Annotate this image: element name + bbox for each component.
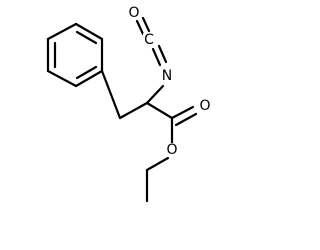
alpha-to-n-bond	[145, 84, 165, 105]
n-to-c-double-bond-2	[157, 44, 168, 64]
carbonyl-oxygen-label: O	[198, 98, 212, 114]
ring-to-ch2-bond	[100, 69, 122, 120]
ester-o-to-ch2-bond	[145, 156, 170, 172]
structure-drawing	[46, 16, 198, 203]
ring-double-bond-1	[75, 30, 98, 45]
isocyanate-carbon-label: C	[143, 32, 155, 48]
ring-bond-4	[46, 69, 78, 88]
isocyanate-oxygen-label: O	[127, 5, 141, 21]
carbonyl-double-bond-2	[174, 112, 198, 127]
alpha-to-carbonyl-bond	[145, 101, 174, 120]
ring-bond-3	[74, 69, 104, 88]
ring-bond-6	[46, 22, 78, 41]
ch2-to-alpha-bond	[118, 101, 149, 120]
carbonyl-double-bond-1	[170, 105, 195, 120]
c-to-o-double-bond-1	[135, 19, 145, 36]
ring-bond-1	[74, 22, 104, 41]
nitrogen-atom-label: N	[160, 68, 174, 84]
ring-double-bond-2	[75, 65, 98, 80]
structure-canvas: N C O O O	[46, 5, 212, 203]
ester-oxygen-label: O	[165, 142, 179, 158]
n-to-c-double-bond-1	[151, 47, 162, 67]
c-to-o-double-bond-2	[141, 16, 151, 33]
